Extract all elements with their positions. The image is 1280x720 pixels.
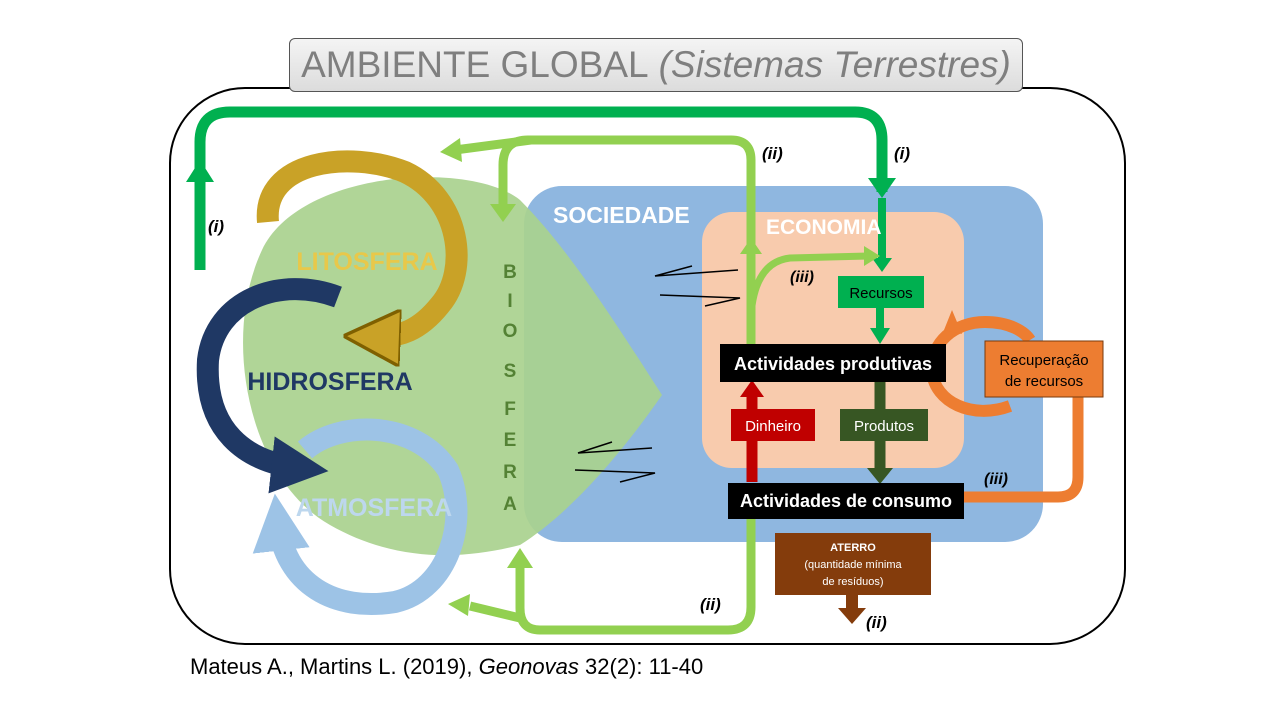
aterro-arrowhead (838, 608, 866, 624)
atmosfera-label: ATMOSFERA (296, 494, 452, 522)
flow-arrowhead-ii-leaf (490, 204, 516, 222)
actividades-consumo-label: Actividades de consumo (740, 491, 952, 511)
litosfera-cycle-arrow (256, 150, 468, 337)
flow-arrow-ii-to-atmosfera (468, 601, 522, 623)
flow-label-ii-aterro: (ii) (866, 613, 887, 632)
flow-arrowhead-iii-econ (864, 246, 880, 266)
flow-arrowhead-ii-litosfera (440, 138, 462, 162)
hidrosfera-cycle-arrow (196, 278, 342, 494)
recuperacao-label-line2: de recursos (1005, 373, 1083, 390)
citation-authors: Mateus A., Martins L. (2019), (190, 654, 473, 679)
exchange-arrow-upper-left (654, 265, 739, 277)
page-title: AMBIENTE GLOBAL (Sistemas Terrestres) (289, 38, 1023, 92)
atmosfera-cycle-arrow (252, 418, 468, 616)
produtos-label: Produtos (854, 418, 914, 435)
biosfera-letter: B (503, 262, 517, 283)
aterro-line1: (quantidade mínima (804, 559, 902, 571)
flow-label-i-top: (i) (894, 144, 910, 163)
recursos-label: Recursos (849, 285, 912, 302)
recursos-box (838, 276, 924, 308)
actividades-produtivas-label: Actividades produtivas (734, 354, 932, 374)
litosfera-label: LITOSFERA (296, 248, 437, 276)
flow-arrowhead-produtivas (870, 328, 890, 344)
flow-label-ii-bottom: (ii) (700, 595, 721, 614)
recuperacao-loop-arrowhead (944, 310, 962, 334)
flow-arrowhead-i-left (186, 160, 214, 182)
flow-arrow-i-loop (194, 106, 888, 270)
flow-arrowhead-ii-bottom-up (507, 548, 533, 568)
produtos-box (840, 409, 928, 441)
flow-label-iii-econ: (iii) (790, 269, 814, 286)
actividades-consumo-box (728, 483, 964, 519)
title-subtitle: (Sistemas Terrestres) (658, 44, 1011, 85)
biosfera-letter: S (504, 361, 517, 382)
hidrosfera-label: HIDROSFERA (247, 368, 412, 396)
flow-arrowhead-i-top (868, 178, 896, 198)
economia-label: ECONOMIA (766, 216, 882, 239)
dinheiro-label: Dinheiro (745, 418, 801, 435)
recuperacao-box (984, 340, 1104, 398)
title-main: AMBIENTE GLOBAL (301, 44, 649, 85)
recuperacao-label-line1: Recuperação (999, 352, 1088, 369)
citation: Mateus A., Martins L. (2019), Geonovas 3… (190, 654, 703, 680)
flow-arrowhead-ii-atmosfera (448, 594, 470, 616)
biosfera-letter: E (504, 430, 517, 451)
aterro-title: ATERRO (830, 542, 876, 554)
exchange-arrow-lower-left (577, 441, 653, 454)
citation-journal: Geonovas (478, 654, 579, 679)
sociedade-label: SOCIEDADE (553, 202, 690, 228)
aterro-box (775, 533, 931, 595)
dinheiro-box (731, 409, 815, 441)
flow-arrow-iii-right (964, 395, 1084, 503)
biosfera-letter: R (503, 462, 517, 483)
flow-arrow-ii-bottom (515, 518, 756, 635)
dinheiro-arrowhead (740, 380, 764, 397)
biosfera-letter: F (504, 399, 516, 420)
flow-arrow-iii-econ (747, 252, 869, 316)
flow-arrow-ii-to-litosfera (454, 135, 532, 155)
flow-label-ii-top: (ii) (762, 144, 783, 163)
produtos-arrowhead (867, 468, 893, 484)
flow-label-i-left: (i) (208, 217, 224, 236)
flow-arrowhead-ii-up (740, 238, 762, 254)
aterro-line2: de resíduos) (822, 576, 883, 588)
exchange-arrow-upper-right (659, 294, 741, 307)
actividades-produtivas-box (720, 344, 946, 382)
flow-arrowhead-recursos (872, 258, 892, 272)
exchange-arrow-lower-right (574, 469, 656, 483)
biosfera-leaf (243, 177, 663, 556)
flow-label-iii-right: (iii) (984, 471, 1008, 488)
flow-arrow-ii-top (498, 135, 756, 345)
citation-ref: 32(2): 11-40 (585, 654, 704, 679)
biosfera-letter: O (503, 321, 518, 342)
biosfera-letter: A (503, 494, 517, 515)
biosfera-vertical-label: B I O S F E R A (503, 262, 518, 515)
biosfera-letter: I (507, 291, 512, 312)
